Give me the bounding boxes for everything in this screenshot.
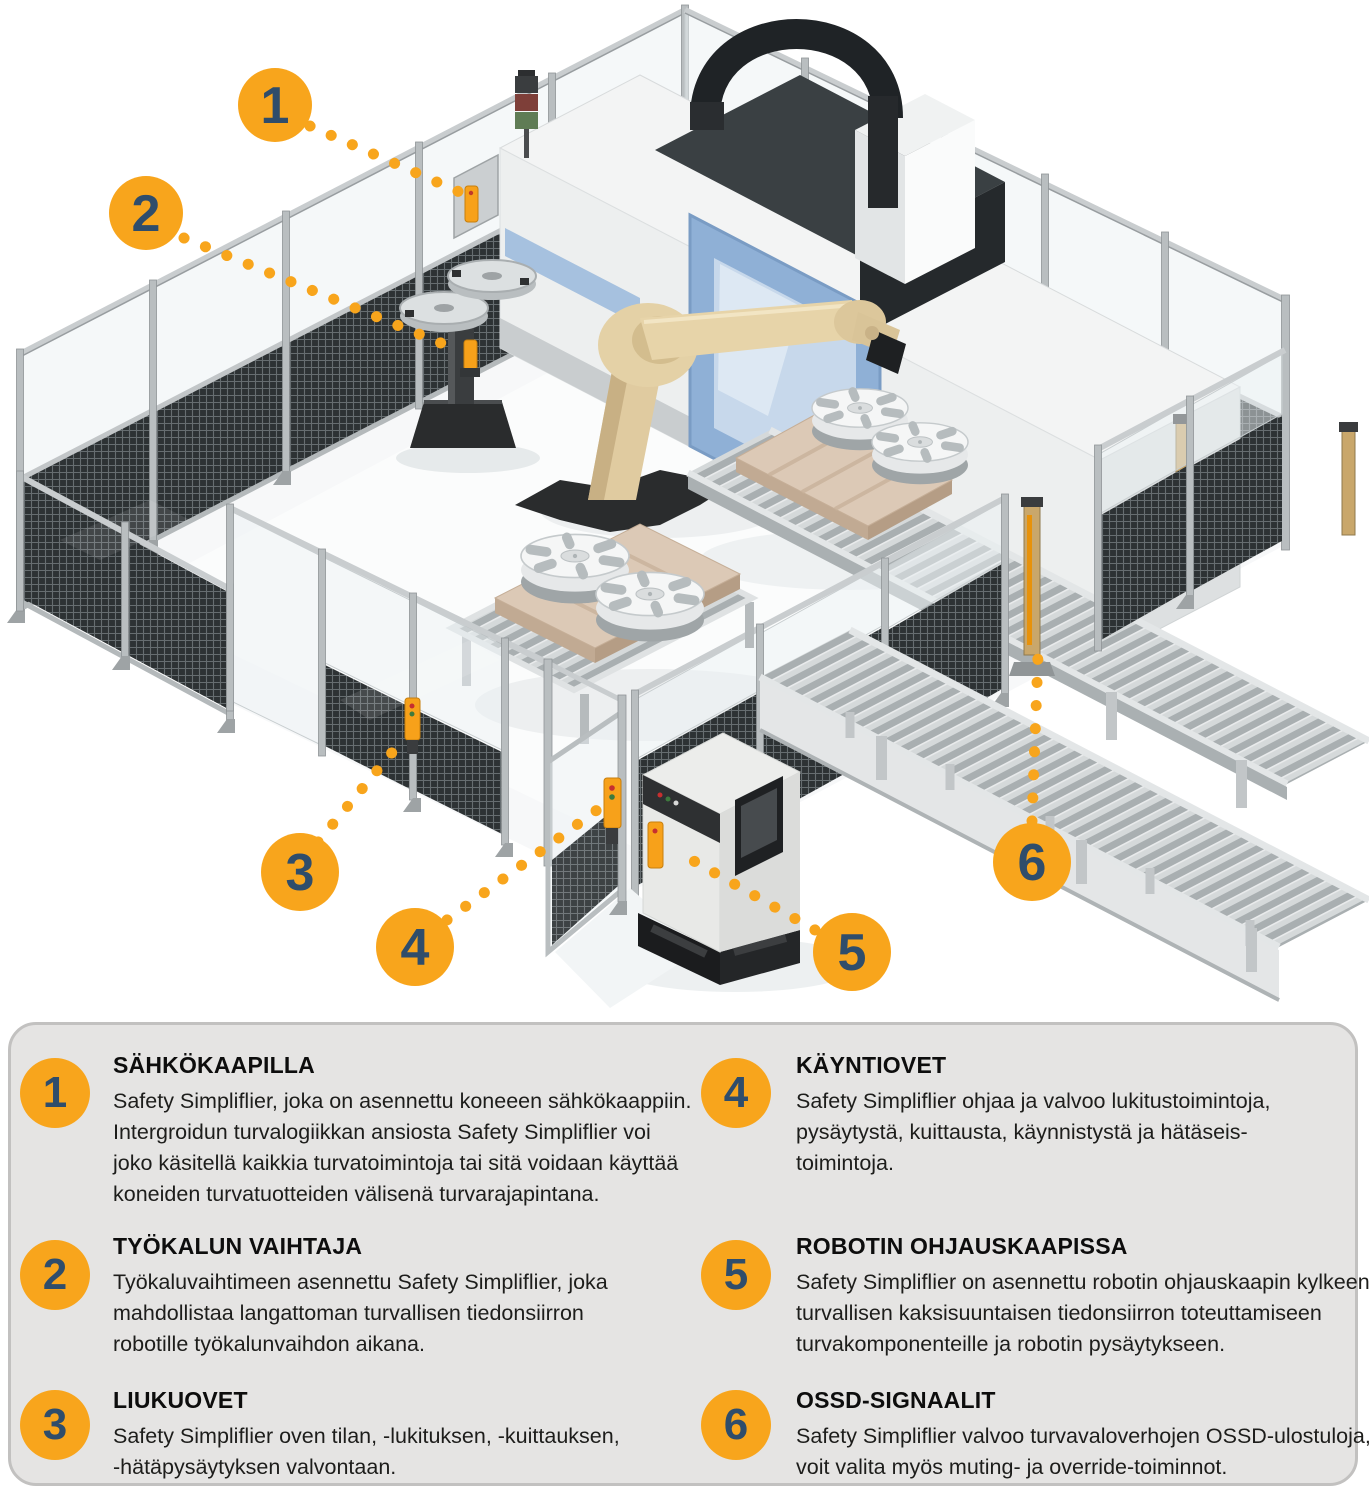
callouts: 1 2 3 4 5 6 [109,68,1071,991]
leader-line-2 [178,232,464,356]
callout-1-badge: 1 [238,68,312,142]
legend-badge-6-number: 6 [723,1400,749,1449]
legend-badge-4: 4 [701,1058,771,1128]
pallet-center [493,523,742,663]
safety-device-swing-door-icon [603,777,622,844]
legend-title-1: SÄHKÖKAAPILLA [113,1052,315,1078]
legend-title-2: TYÖKALUN VAIHTAJA [113,1233,363,1259]
legend-title-4: KÄYNTIOVET [796,1052,947,1078]
callout-2-badge: 2 [109,176,183,250]
leader-line-6 [1026,649,1044,827]
callout-6-badge: 6 [993,823,1071,901]
robot-control-cabinet [638,732,802,985]
robot-cell-illustration: 1 2 3 4 5 6 [7,4,1369,1008]
legend-body-5: Safety Simpliflier on asennettu robotin … [796,1270,1369,1356]
legend-badge-2: 2 [20,1240,90,1310]
legend-badge-2-number: 2 [42,1250,68,1299]
callout-4-number: 4 [401,919,430,977]
safety-device-electrical-cabinet-icon [453,153,499,240]
legend-body-2: Työkaluvaihtimeen asennettu Safety Simpl… [113,1270,608,1356]
leader-line-5 [672,846,821,936]
callout-4-badge: 4 [376,908,454,986]
legend-badge-4-number: 4 [723,1068,749,1117]
legend-title-5: ROBOTIN OHJAUSKAAPISSA [796,1233,1128,1259]
wheel-rim [596,572,704,641]
wheel-rim [872,423,968,484]
callout-3-badge: 3 [261,833,339,911]
legend-body-6: Safety Simpliflier valvoo turvavaloverho… [796,1424,1369,1479]
callout-3-number: 3 [286,844,315,902]
legend-panel: 1 SÄHKÖKAAPILLA Safety Simpliflier, joka… [8,1022,1369,1486]
leader-line-3 [312,732,410,848]
legend-badge-3: 3 [20,1390,90,1460]
legend-title-3: LIUKUOVET [113,1387,248,1413]
legend-badge-1: 1 [20,1058,90,1128]
callout-1-number: 1 [261,77,290,135]
callout-5-badge: 5 [813,913,891,991]
legend-badge-3-number: 3 [42,1400,68,1449]
tool-changer-stand [399,259,537,448]
safety-device-tool-changer-icon [460,339,480,377]
leader-lines [178,120,1044,936]
callout-5-number: 5 [838,924,867,982]
legend-badge-6: 6 [701,1390,771,1460]
legend-body-1: Safety Simpliflier, joka on asennettu ko… [113,1089,692,1206]
legend-title-6: OSSD-SIGNAALIT [796,1387,996,1413]
light-curtain-icon [1009,497,1055,676]
safety-device-cabinet-icon [647,821,664,869]
sliding-doors [226,503,627,867]
legend-badge-1-number: 1 [42,1068,68,1117]
robot-arm [515,300,906,532]
legend-body-3: Safety Simpliflier oven tilan, -lukituks… [113,1424,620,1479]
legend-badge-5-number: 5 [723,1250,749,1299]
pallet-right [734,389,968,540]
legend-body-4: Safety Simpliflier ohjaa ja valvoo lukit… [796,1089,1271,1175]
safety-device-sliding-door-icon [404,697,421,754]
signal-tower-icon [515,70,538,158]
legend-badge-5: 5 [701,1240,771,1310]
leader-line-1 [304,120,470,200]
callout-2-number: 2 [132,185,161,243]
callout-6-number: 6 [1018,834,1047,892]
leader-line-4 [441,804,603,926]
